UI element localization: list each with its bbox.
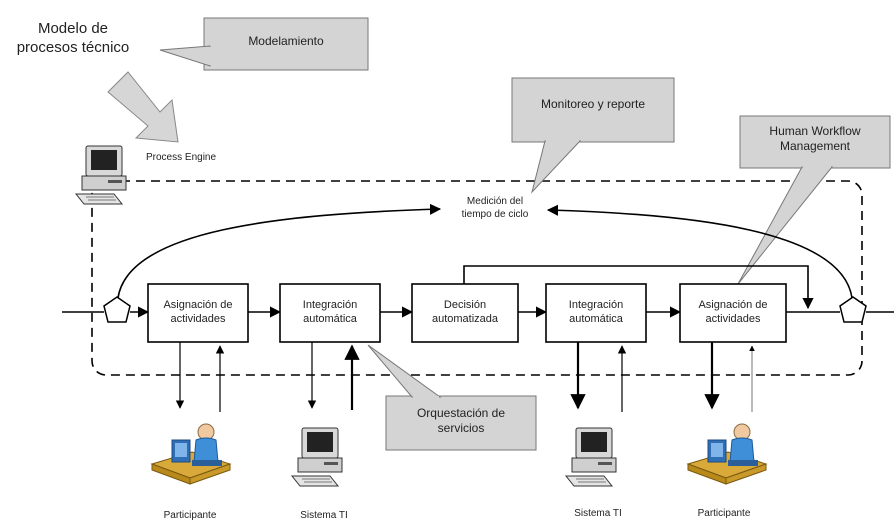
actor-sistema-ti-2: Sistema TI bbox=[574, 508, 622, 519]
step-1-line-1: Asignación de bbox=[163, 299, 233, 311]
step-5-label: Asignación de actividades bbox=[680, 299, 786, 327]
computer-icon bbox=[565, 427, 617, 487]
step-3-label: Decisión automatizada bbox=[412, 299, 518, 327]
step-1-line-2: actividades bbox=[170, 312, 226, 325]
orquestacion-line-1: Orquestación de bbox=[416, 406, 506, 420]
intro-line-1: Modelo de bbox=[37, 20, 109, 37]
main-flow bbox=[62, 203, 894, 318]
step-4-line-1: Integración bbox=[568, 299, 624, 311]
step-2-line-2: automática bbox=[303, 312, 357, 325]
computer-icon bbox=[75, 145, 127, 205]
actor-sistema-ti-1: Sistema TI bbox=[300, 510, 348, 521]
orquestacion-text: Orquestación de servicios bbox=[386, 406, 536, 436]
step-4-line-2: automática bbox=[569, 312, 623, 325]
actor-connectors bbox=[175, 342, 755, 412]
big-arrow bbox=[107, 71, 179, 143]
process-engine-label: Process Engine bbox=[146, 152, 217, 163]
step-5-line-1: Asignación de bbox=[698, 299, 768, 311]
step-box-asignacion-2 bbox=[679, 283, 787, 343]
cycle-time-label: Medición del tiempo de ciclo bbox=[430, 196, 560, 221]
intro-label: Modelo de procesos técnico bbox=[8, 20, 138, 58]
orquestacion-line-2: servicios bbox=[437, 421, 485, 435]
human-line-1: Human Workflow bbox=[769, 124, 861, 138]
step-box-decision bbox=[411, 283, 519, 343]
step-2-line-1: Integración bbox=[302, 299, 358, 311]
end-event-icon bbox=[839, 296, 867, 323]
start-event-icon bbox=[103, 296, 131, 323]
step-box-asignacion-1 bbox=[147, 283, 249, 343]
cycle-line-2: tiempo de ciclo bbox=[461, 208, 529, 220]
modelamiento-text: Modelamiento bbox=[248, 34, 324, 48]
step-box-integracion-1 bbox=[279, 283, 381, 343]
callout-monitoreo bbox=[511, 77, 675, 194]
human-line-2: Management bbox=[779, 139, 851, 153]
step-2-label: Integración automática bbox=[280, 299, 380, 327]
process-engine-boundary bbox=[91, 180, 863, 376]
actor-participante-1: Participante bbox=[163, 510, 217, 521]
step-3-line-2: automatizada bbox=[431, 312, 499, 325]
participant-icon bbox=[151, 423, 231, 485]
step-3-line-1: Decisión bbox=[443, 299, 487, 311]
callout-modelamiento bbox=[159, 17, 369, 71]
step-5-line-2: actividades bbox=[705, 312, 761, 325]
callout-human-workflow bbox=[737, 115, 891, 285]
cycle-line-1: Medición del bbox=[466, 196, 524, 207]
participant-icon bbox=[687, 423, 767, 485]
step-1-label: Asignación de actividades bbox=[148, 299, 248, 327]
computer-icon bbox=[291, 427, 343, 487]
monitoreo-text: Monitoreo y reporte bbox=[540, 97, 646, 111]
actor-participante-2: Participante bbox=[697, 508, 751, 519]
step-4-label: Integración automática bbox=[546, 299, 646, 327]
callout-orquestacion bbox=[367, 344, 537, 451]
human-workflow-text: Human Workflow Management bbox=[740, 124, 890, 154]
intro-line-2: procesos técnico bbox=[16, 38, 130, 56]
step-box-integracion-2 bbox=[545, 283, 647, 343]
